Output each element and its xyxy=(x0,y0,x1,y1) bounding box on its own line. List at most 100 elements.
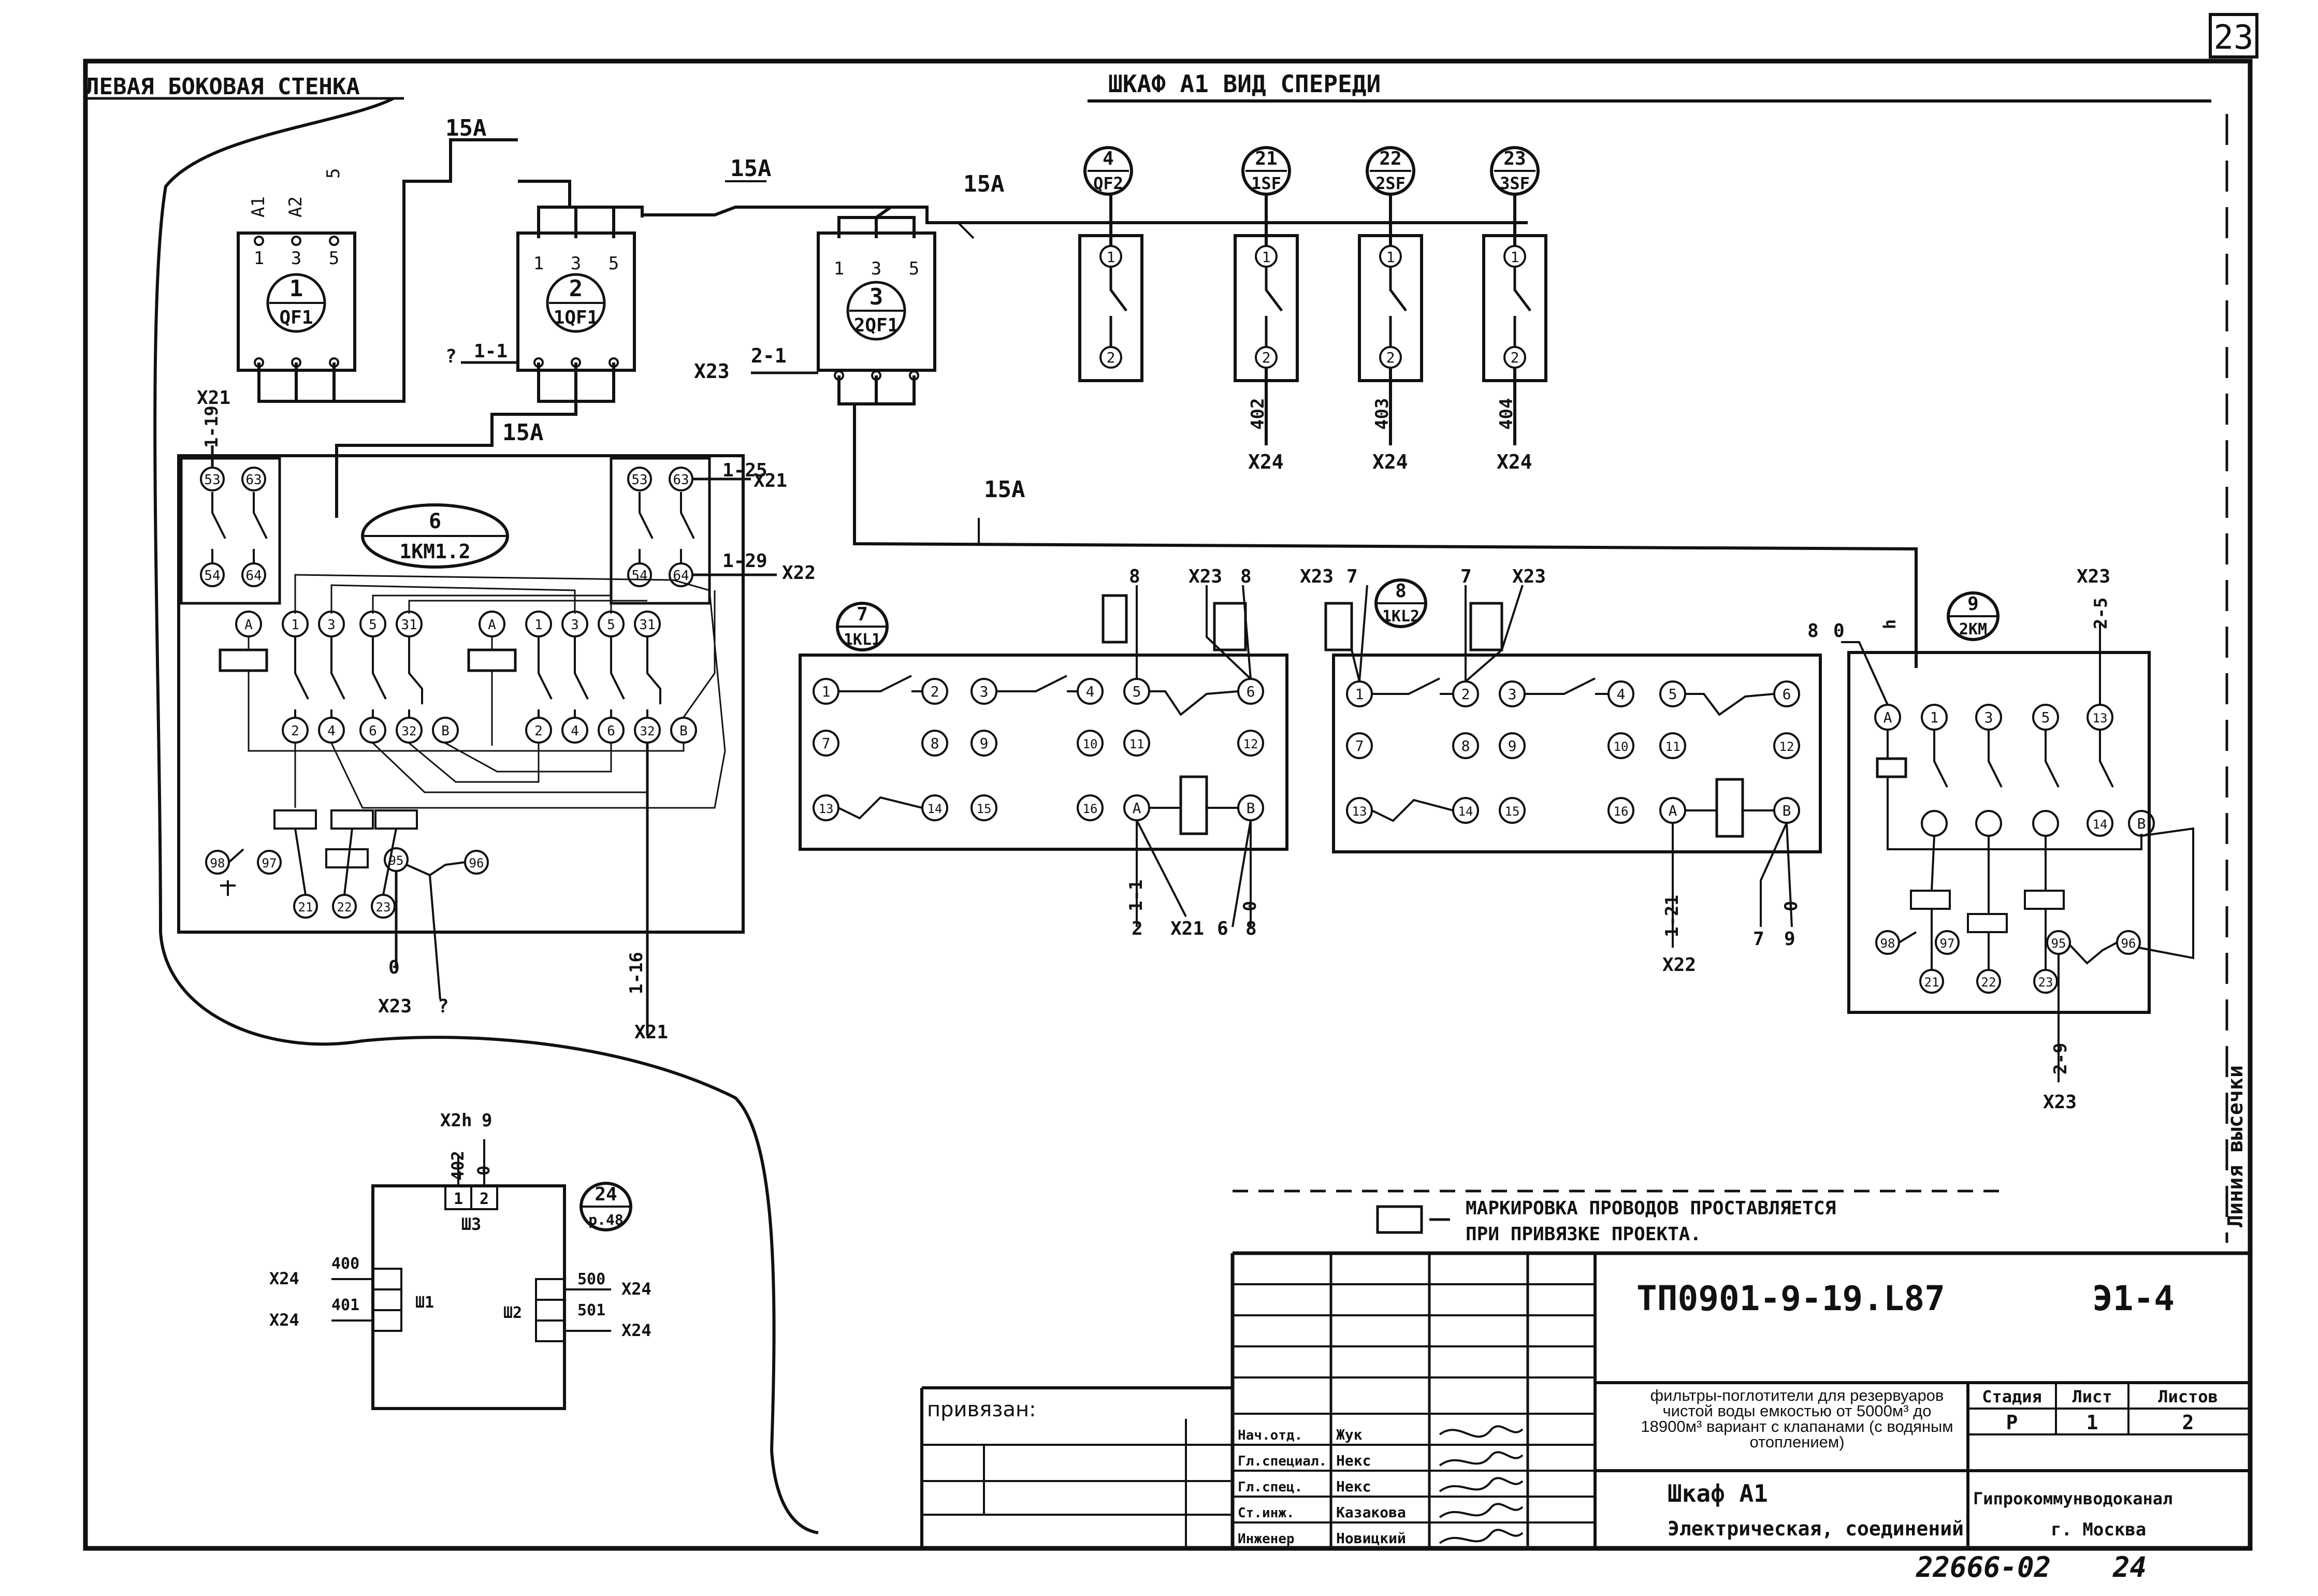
svg-text:4: 4 xyxy=(1617,686,1626,703)
breaker-2qf1: 3 2QF1 1 3 5 xyxy=(817,231,936,381)
svg-text:3: 3 xyxy=(1984,709,1993,726)
svg-text:Ст.инж.: Ст.инж. xyxy=(1238,1505,1295,1521)
svg-text:2QF1: 2QF1 xyxy=(854,315,899,336)
svg-text:5: 5 xyxy=(323,168,344,179)
svg-text:98: 98 xyxy=(210,856,225,870)
svg-text:12: 12 xyxy=(1779,739,1794,754)
svg-text:ПРИ ПРИВЯЗКЕ ПРОЕКТА.: ПРИ ПРИВЯЗКЕ ПРОЕКТА. xyxy=(1466,1224,1701,1245)
svg-text:Казакова: Казакова xyxy=(1336,1504,1406,1521)
page-number-box xyxy=(2209,13,2258,59)
svg-text:Жук: Жук xyxy=(1336,1426,1363,1443)
svg-text:1KM1.2: 1KM1.2 xyxy=(399,540,470,563)
svg-text:4: 4 xyxy=(327,723,336,739)
svg-text:1-19: 1-19 xyxy=(201,405,222,448)
svg-text:97: 97 xyxy=(262,856,277,870)
svg-text:X21: X21 xyxy=(197,387,230,409)
svg-text:0: 0 xyxy=(474,1166,494,1176)
svg-text:2KM: 2KM xyxy=(1959,620,1987,639)
svg-text:5: 5 xyxy=(1669,686,1677,703)
svg-text:21: 21 xyxy=(298,900,313,915)
organization: Гипрокоммунводоканал xyxy=(1973,1489,2172,1508)
svg-text:X23: X23 xyxy=(1512,566,1546,587)
svg-text:2-9: 2-9 xyxy=(2050,1043,2071,1075)
svg-text:401: 401 xyxy=(331,1296,359,1314)
svg-text:1KL2: 1KL2 xyxy=(1382,607,1419,626)
svg-text:X23: X23 xyxy=(1300,566,1334,587)
svg-text:15: 15 xyxy=(1505,804,1520,819)
svg-text:2-1: 2-1 xyxy=(751,344,787,367)
svg-text:3: 3 xyxy=(870,284,883,310)
svg-text:4: 4 xyxy=(1086,683,1095,700)
doc-number-bottom: 22666-02 xyxy=(1916,1551,2051,1584)
svg-text:2: 2 xyxy=(1386,349,1395,366)
svg-text:8: 8 xyxy=(1240,566,1252,587)
svg-text:B: B xyxy=(2137,815,2146,832)
wire-1qf1-bot xyxy=(537,362,615,403)
svg-text:5: 5 xyxy=(1133,683,1141,700)
svg-text:3: 3 xyxy=(291,248,301,269)
svg-text:5: 5 xyxy=(329,248,339,269)
svg-text:X23: X23 xyxy=(694,360,730,383)
svg-text:A2: A2 xyxy=(285,196,306,217)
svg-text:402: 402 xyxy=(448,1151,468,1181)
svg-text:2: 2 xyxy=(2182,1411,2194,1434)
svg-text:8: 8 xyxy=(1461,737,1470,755)
svg-text:2: 2 xyxy=(931,683,939,700)
svg-text:7: 7 xyxy=(1460,566,1472,587)
svg-text:1SF: 1SF xyxy=(1251,173,1281,193)
svg-text:X2h: X2h xyxy=(440,1110,472,1131)
sheet-code: Э1-4 xyxy=(2092,1279,2175,1318)
svg-text:Некс: Некс xyxy=(1336,1452,1371,1469)
svg-text:МАРКИРОВКА ПРОВОДОВ ПРОСТАВЛЯЕ: МАРКИРОВКА ПРОВОДОВ ПРОСТАВЛЯЕТСЯ xyxy=(1466,1198,1836,1219)
wire-label-15a-5: 15А xyxy=(984,476,1025,503)
svg-text:14: 14 xyxy=(928,802,943,816)
svg-text:14: 14 xyxy=(1458,804,1473,819)
svg-text:32: 32 xyxy=(640,724,655,738)
svg-text:403: 403 xyxy=(1372,398,1393,430)
svg-text:10: 10 xyxy=(1614,739,1629,754)
svg-text:5: 5 xyxy=(369,617,377,633)
svg-text:X21: X21 xyxy=(634,1022,668,1043)
svg-text:95: 95 xyxy=(2051,936,2066,951)
svg-text:9: 9 xyxy=(980,735,989,752)
svg-text:54: 54 xyxy=(631,568,647,584)
svg-text:0: 0 xyxy=(388,957,400,978)
svg-text:1: 1 xyxy=(2087,1411,2098,1434)
svg-text:64: 64 xyxy=(245,568,262,584)
svg-text:2: 2 xyxy=(1132,918,1143,939)
svg-text:11: 11 xyxy=(1665,739,1680,754)
svg-text:22: 22 xyxy=(1379,148,1401,169)
svg-text:X21: X21 xyxy=(754,470,787,491)
km-row-top: A 1 3 5 31 A 1 3 5 31 xyxy=(235,611,661,637)
svg-text:8: 8 xyxy=(1395,581,1407,602)
svg-text:23: 23 xyxy=(1503,148,1526,169)
drawing-frame xyxy=(83,59,2253,1551)
svg-text:X23: X23 xyxy=(2077,566,2110,587)
svg-text:2: 2 xyxy=(1461,686,1470,703)
breaker-qf2: 4 QF2 1 2 xyxy=(1078,146,1143,382)
svg-text:р.48: р.48 xyxy=(588,1211,623,1228)
svg-text:1-25: 1-25 xyxy=(722,460,767,481)
svg-text:400: 400 xyxy=(331,1255,359,1273)
svg-text:404: 404 xyxy=(1496,398,1517,430)
linked-label: привязан: xyxy=(927,1398,1036,1421)
svg-text:1: 1 xyxy=(291,617,299,633)
sheet-number-bottom: 24 xyxy=(2112,1551,2147,1584)
svg-text:8: 8 xyxy=(1245,918,1257,939)
relay-1kl1: 7 1KL1 1 2 3 4 5 6 7 8 9 10 11 12 13 14 … xyxy=(799,585,1288,927)
svg-text:0: 0 xyxy=(1833,620,1845,642)
svg-text:7: 7 xyxy=(1753,928,1764,950)
svg-text:3: 3 xyxy=(327,617,336,633)
svg-text:6: 6 xyxy=(1217,918,1228,939)
svg-text:Стадия: Стадия xyxy=(1982,1387,2042,1406)
svg-text:98: 98 xyxy=(1880,936,1895,951)
svg-text:B: B xyxy=(1247,800,1255,817)
svg-text:21: 21 xyxy=(1924,975,1939,990)
svg-text:QF2: QF2 xyxy=(1093,173,1123,193)
svg-text:22: 22 xyxy=(337,900,352,915)
svg-text:X24: X24 xyxy=(1248,451,1284,473)
svg-text:Ш2: Ш2 xyxy=(503,1304,522,1322)
svg-text:3: 3 xyxy=(571,617,579,633)
svg-text:32: 32 xyxy=(402,724,417,738)
